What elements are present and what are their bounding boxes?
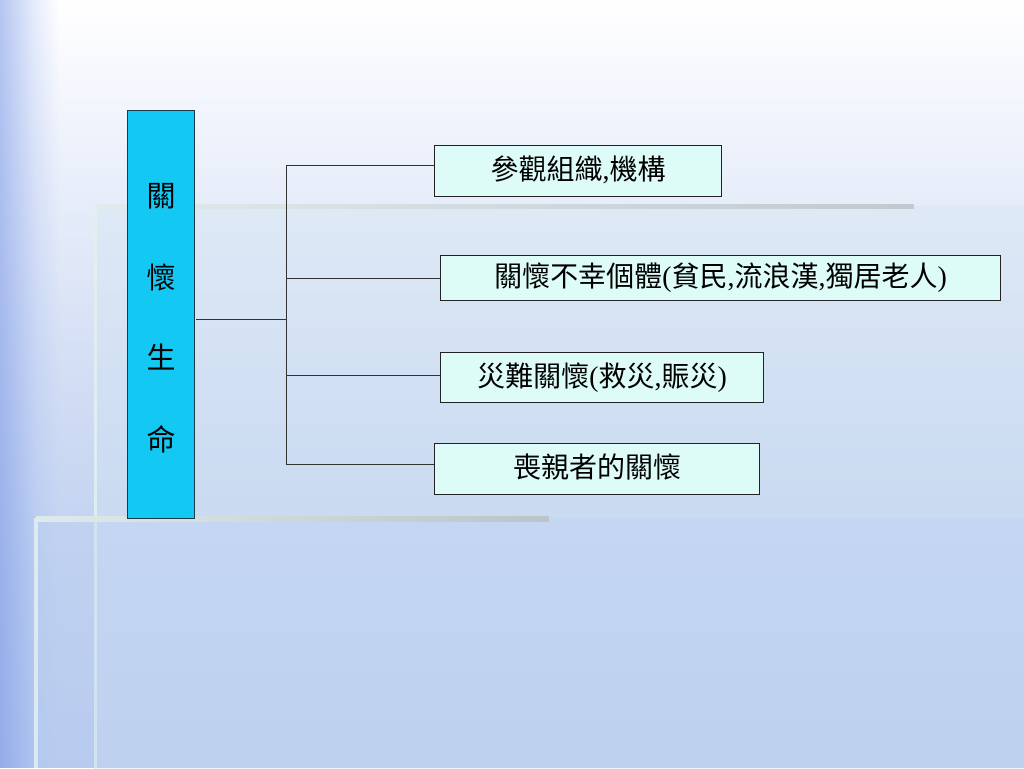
connector-branch-3 <box>286 375 440 376</box>
root-node: 關 懷 生 命 <box>127 110 195 519</box>
root-char-4: 命 <box>146 425 176 457</box>
root-char-3: 生 <box>146 343 176 375</box>
decorative-bar-upper <box>96 204 914 209</box>
root-char-2: 懷 <box>146 263 176 295</box>
connector-vertical-spine <box>286 165 287 465</box>
child-node-3: 災難關懷(救災,賑災) <box>440 352 764 403</box>
child-node-1-label: 參觀組織,機構 <box>490 155 666 186</box>
child-node-2-label: 關懷不幸個體(貧民,流浪漢,獨居老人) <box>494 262 947 293</box>
connector-branch-2 <box>286 278 440 279</box>
child-node-3-label: 災難關懷(救災,賑災) <box>477 362 727 393</box>
decorative-bar-lower <box>36 516 549 522</box>
connector-branch-1 <box>286 165 435 166</box>
decorative-panel-lower <box>34 518 1024 768</box>
child-node-1: 參觀組織,機構 <box>434 145 722 197</box>
root-char-1: 關 <box>146 181 176 213</box>
child-node-4-label: 喪親者的關懷 <box>512 453 681 484</box>
connector-root-trunk <box>196 319 286 320</box>
child-node-4: 喪親者的關懷 <box>434 443 760 495</box>
connector-branch-4 <box>286 464 435 465</box>
child-node-2: 關懷不幸個體(貧民,流浪漢,獨居老人) <box>440 255 1001 301</box>
